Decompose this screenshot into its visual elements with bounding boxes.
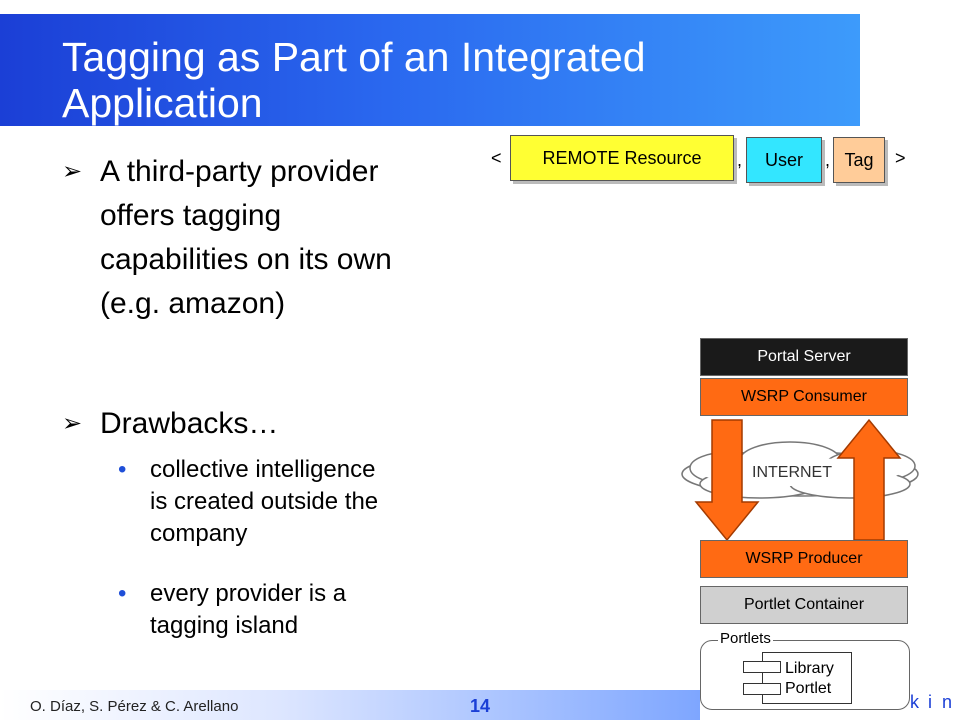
portal-server-box: Portal Server (700, 338, 908, 376)
component-tab-icon (743, 683, 781, 695)
library-portlet-component: Library Portlet (743, 652, 852, 704)
portal-server-label: Portal Server (757, 348, 851, 365)
up-arrow-icon (836, 418, 902, 541)
logo-letter: k (910, 692, 919, 712)
portlets-label: Portlets (718, 630, 773, 647)
dot-bullet-icon: • (118, 580, 127, 607)
library-label-line: Portlet (785, 680, 832, 697)
wsrp-producer-label: WSRP Producer (745, 550, 863, 567)
wsrp-consumer-box: WSRP Consumer (700, 378, 908, 416)
title-line-2: Application (62, 80, 263, 126)
page-number: 14 (470, 696, 491, 716)
library-label-line: Library (785, 660, 834, 677)
arrow-bullet-icon: ➢ (62, 410, 83, 437)
portlet-container-box: Portlet Container (700, 586, 908, 624)
title-bar: Tagging as Part of an Integrated Applica… (0, 14, 860, 126)
down-arrow-icon (694, 419, 760, 542)
footer-authors: O. Díaz, S. Pérez & C. Arellano (30, 698, 239, 715)
bullet1-line: (e.g. amazon) (100, 287, 286, 320)
footer-bar (0, 690, 700, 720)
triple-open-bracket: < (491, 148, 502, 168)
arrow-bullet-icon: ➢ (62, 158, 83, 185)
bullet2-text: Drawbacks… (100, 407, 279, 440)
wsrp-producer-box: WSRP Producer (700, 540, 908, 578)
triple-close-bracket: > (895, 148, 906, 168)
bullet1-line: A third-party provider (100, 155, 379, 188)
portlet-container-label: Portlet Container (743, 596, 865, 613)
dot-bullet-icon: • (118, 456, 127, 483)
onekin-logo: k i n (910, 684, 960, 720)
internet-label: INTERNET (752, 464, 832, 481)
internet-cloud-diagram (681, 418, 919, 542)
triple-comma: , (737, 150, 743, 170)
sub1-line: company (150, 520, 248, 547)
sub1-line: is created outside the (150, 488, 379, 515)
tag-box: Tag (833, 137, 885, 183)
wsrp-consumer-label: WSRP Consumer (741, 388, 867, 405)
user-box: User (746, 137, 822, 183)
library-portlet-label: Library Portlet (785, 659, 834, 699)
component-tab-icon (743, 661, 781, 673)
logo-letter: n (942, 692, 953, 712)
logo-letter: i (928, 692, 932, 712)
title-line-1: Tagging as Part of an Integrated (62, 34, 646, 80)
triple-comma: , (825, 150, 831, 170)
bullet1-line: offers tagging (100, 199, 282, 232)
sub1-line: collective intelligence (150, 456, 376, 483)
portlets-group (700, 640, 910, 710)
sub2-line: every provider is a (150, 580, 347, 607)
sub2-line: tagging island (150, 612, 299, 639)
slide-title: Tagging as Part of an Integrated Applica… (62, 34, 646, 126)
bullet1-line: capabilities on its own (100, 243, 392, 276)
remote-resource-box: REMOTE Resource (510, 135, 734, 181)
